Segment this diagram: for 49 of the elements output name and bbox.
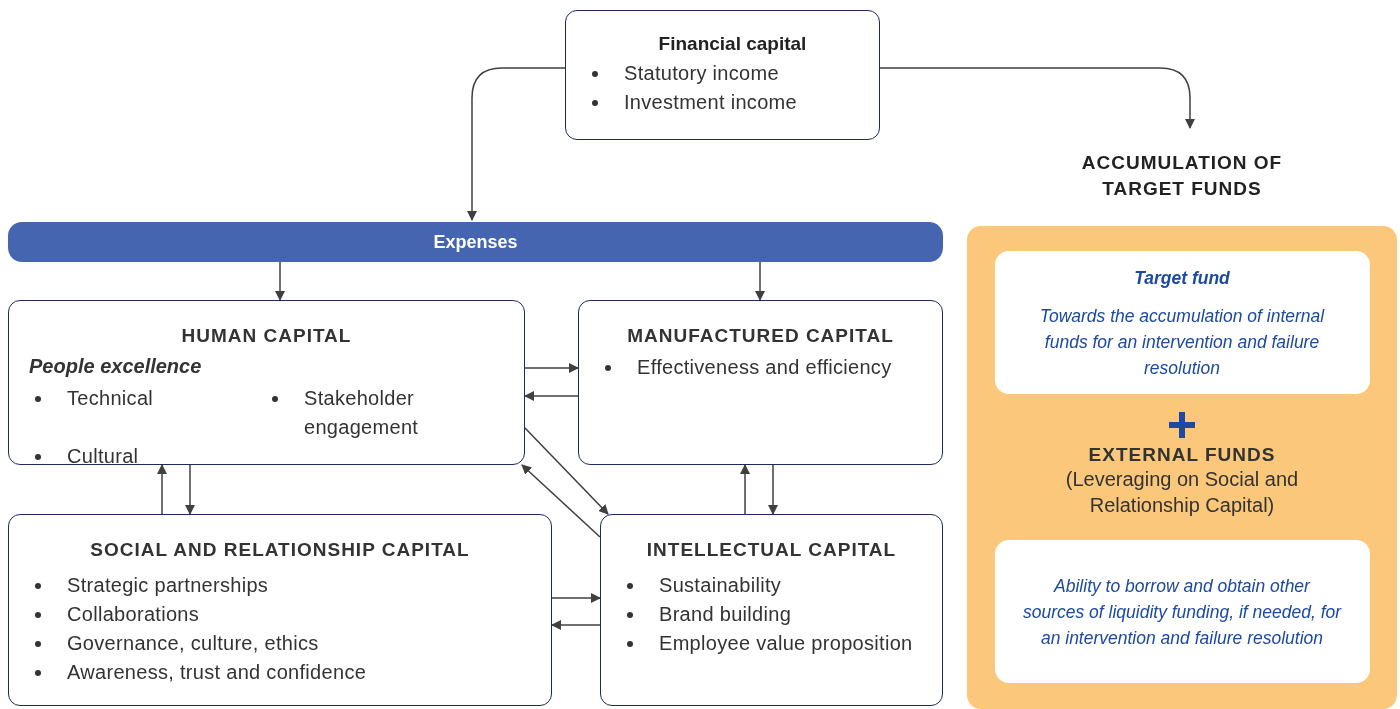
list-item: Technical: [29, 384, 266, 442]
heading-text: ACCUMULATION OF TARGET FUNDS: [1080, 151, 1284, 201]
arrow: [521, 464, 601, 538]
box-title: HUMAN CAPITAL: [180, 325, 353, 347]
arrow: [157, 464, 167, 515]
description-text: Ability to borrow and obtain other sources of liquidity funding, if needed, for an intervention and failure resolution: [1022, 574, 1342, 650]
info-card: [994, 540, 1370, 683]
list-item: Stakeholder engagement: [266, 384, 504, 442]
list-item: Investment income: [586, 88, 859, 117]
arrow: [524, 363, 579, 373]
arrow: [467, 67, 566, 221]
arrow: [275, 261, 285, 301]
box-title: MANUFACTURED CAPITAL: [626, 325, 895, 347]
list-item: Effectiveness and efficiency: [599, 353, 922, 382]
capital-box: [600, 514, 943, 706]
list-item: Collaborations: [29, 600, 531, 629]
arrow: [524, 391, 579, 401]
panel-title: EXTERNAL FUNDS: [1088, 444, 1276, 466]
arrow: [768, 464, 778, 515]
list-item: Strategic partnerships: [29, 571, 531, 600]
list-item: Employee value proposition: [621, 629, 922, 658]
arrow: [879, 67, 1195, 129]
capital-box: [8, 300, 525, 465]
bar-label: Expenses: [433, 231, 518, 253]
arrow: [524, 427, 609, 515]
capital-box: [578, 300, 943, 465]
list-item: Governance, culture, ethics: [29, 629, 531, 658]
list-item: Awareness, trust and confidence: [29, 658, 531, 687]
arrow: [185, 464, 195, 515]
description-text: Towards the accumulation of internal funds for an intervention and failure resolution: [1038, 304, 1326, 380]
list-item: Statutory income: [586, 59, 859, 88]
arrow: [551, 593, 601, 603]
panel-subtitle: (Leveraging on Social and Relationship Capital): [1064, 467, 1300, 518]
capital-box: [8, 514, 552, 706]
box-title: Target fund: [1134, 266, 1230, 290]
list-item: Cultural: [29, 442, 266, 471]
box-title: Financial capital: [657, 33, 808, 55]
arrow: [551, 620, 601, 630]
box-title: SOCIAL AND RELATIONSHIP CAPITAL: [89, 539, 471, 561]
funds-panel: [967, 226, 1397, 709]
arrow: [755, 261, 765, 301]
list-item: Sustainability: [621, 571, 922, 600]
capital-box: [565, 10, 880, 140]
subheading: People excellence: [29, 355, 203, 378]
arrow: [740, 464, 750, 515]
list-item: Brand building: [621, 600, 922, 629]
info-card: [994, 251, 1370, 394]
expenses-bar: [8, 222, 943, 262]
box-title: INTELLECTUAL CAPITAL: [645, 539, 898, 561]
